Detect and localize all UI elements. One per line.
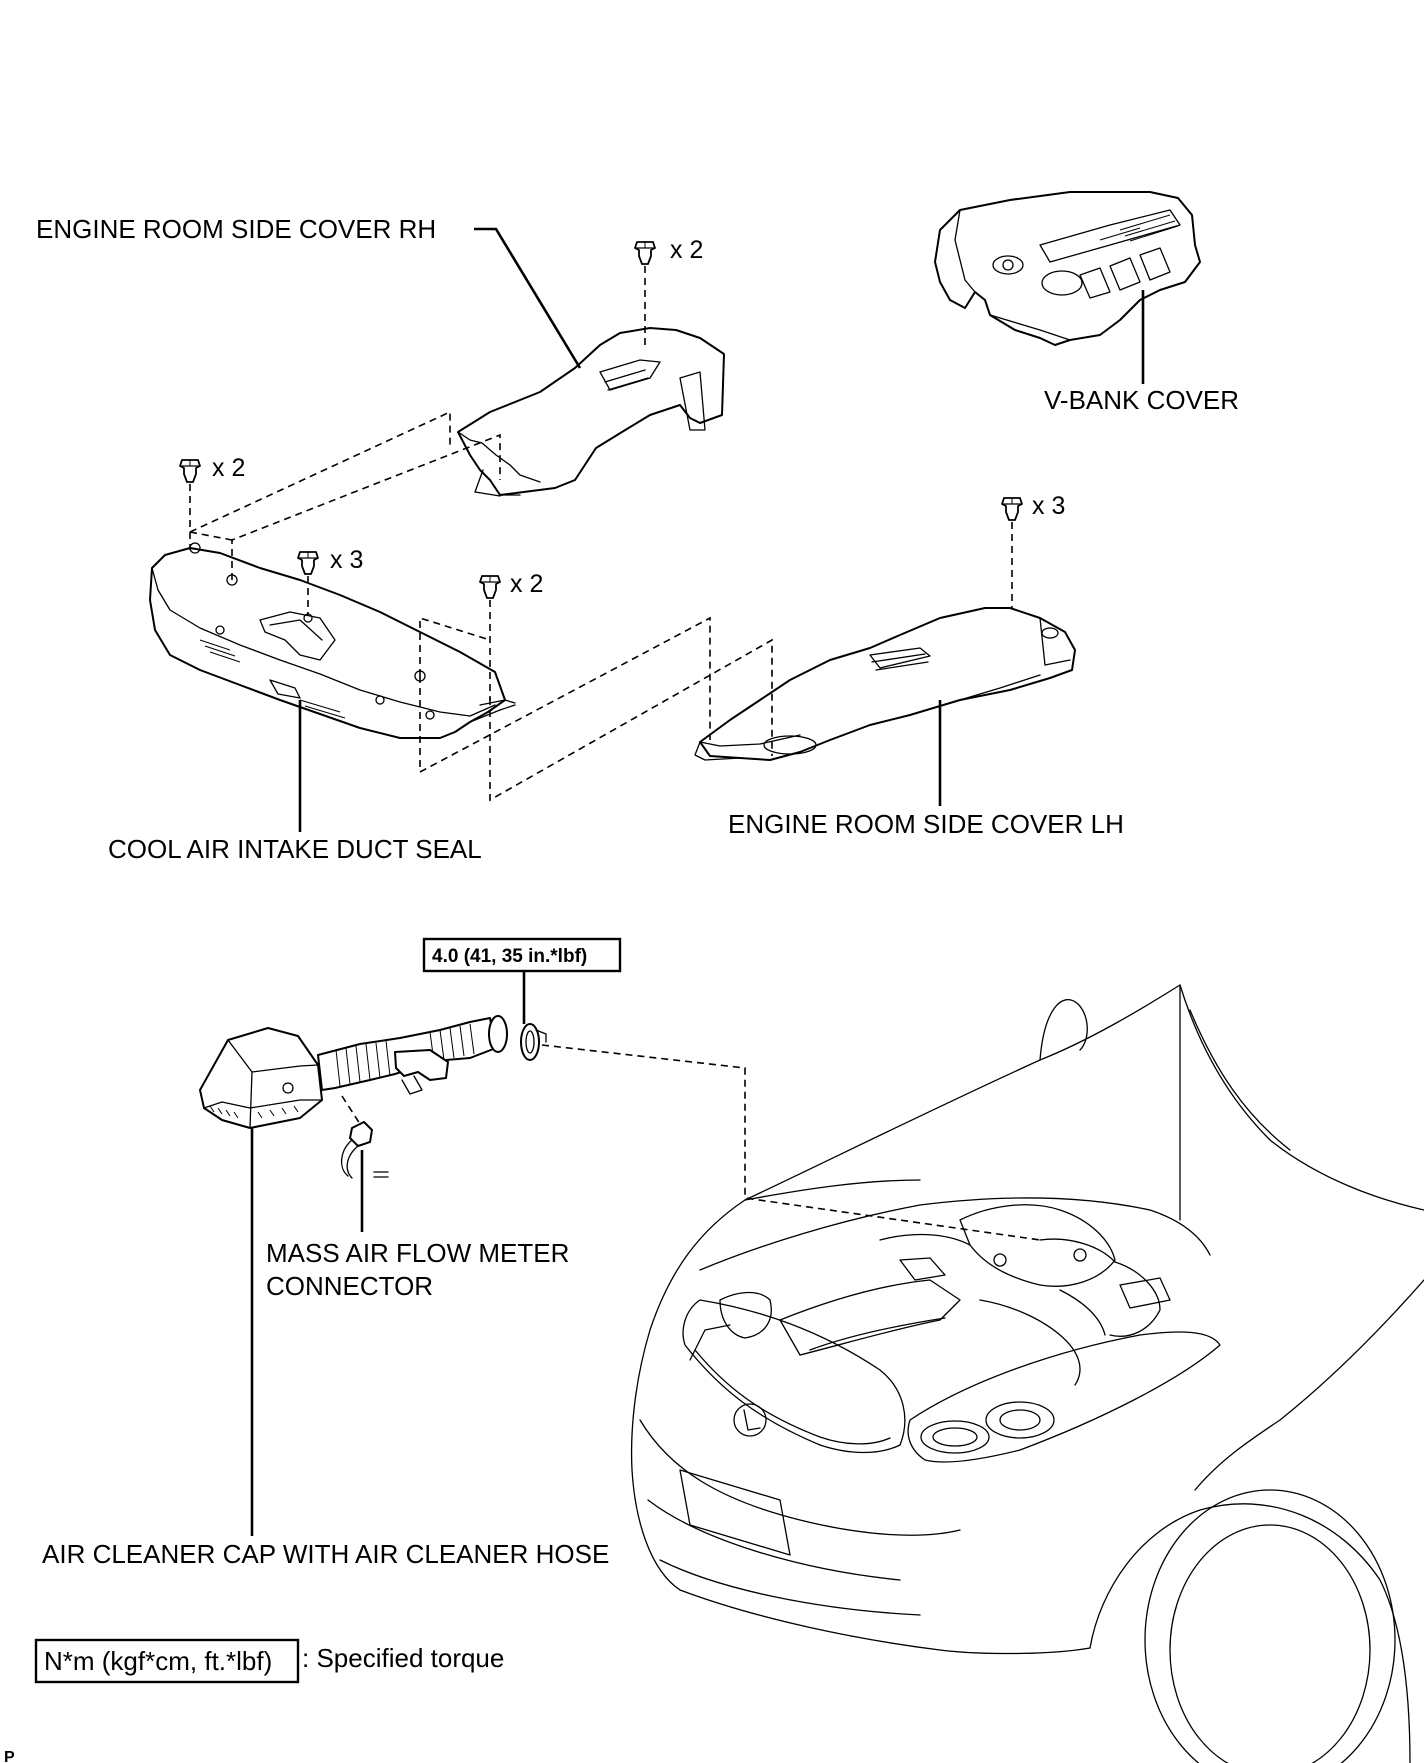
torque-box-icon (422, 937, 622, 973)
assembly-guide-lines-top (189, 266, 1013, 802)
assembly-guide-line-clamp (541, 1044, 1041, 1241)
engine-room-side-cover-rh (457, 327, 725, 497)
legend-description: : Specified torque (302, 1643, 504, 1673)
vehicle-front-view (630, 984, 1424, 1763)
engine-room-side-cover-lh (694, 607, 1076, 761)
clip-icon-seal-right (479, 575, 501, 599)
label-v-bank-cover: V-BANK COVER (1044, 385, 1239, 415)
qty-rh-cover: x 2 (670, 236, 703, 264)
label-air-cleaner-cap: AIR CLEANER CAP WITH AIR CLEANER HOSE (42, 1539, 609, 1569)
hose-clamp-icon (520, 1023, 547, 1061)
clip-icon-rh (634, 241, 656, 265)
label-cool-air-intake-duct-seal: COOL AIR INTAKE DUCT SEAL (108, 834, 482, 864)
qty-seal-center: x 3 (330, 546, 363, 574)
torque-value-hose-clamp: 4.0 (41, 35 in.*lbf) (432, 946, 587, 967)
clip-icon-seal-center (297, 551, 319, 575)
v-bank-cover (934, 191, 1201, 346)
clip-icon-seal-left (179, 459, 201, 483)
clip-icon-lh (1001, 497, 1023, 521)
label-engine-room-side-cover-lh: ENGINE ROOM SIDE COVER LH (728, 809, 1124, 839)
cool-air-intake-duct-seal (149, 542, 516, 739)
legend-unit-box: N*m (kgf*cm, ft.*lbf) (44, 1646, 272, 1676)
qty-seal-right: x 2 (510, 570, 543, 598)
torque-legend (34, 1638, 300, 1684)
qty-lh-cover: x 3 (1032, 492, 1065, 520)
label-maf-connector-line1: MASS AIR FLOW METER (266, 1238, 569, 1268)
air-cleaner-cap-with-hose (199, 1015, 508, 1129)
label-maf-connector-line2: CONNECTOR (266, 1271, 433, 1301)
corner-mark: P (4, 1749, 15, 1763)
qty-seal-left: x 2 (212, 454, 245, 482)
leader-rh (474, 227, 582, 369)
mass-air-flow-meter-connector (341, 1095, 389, 1179)
label-engine-room-side-cover-rh: ENGINE ROOM SIDE COVER RH (36, 214, 436, 244)
